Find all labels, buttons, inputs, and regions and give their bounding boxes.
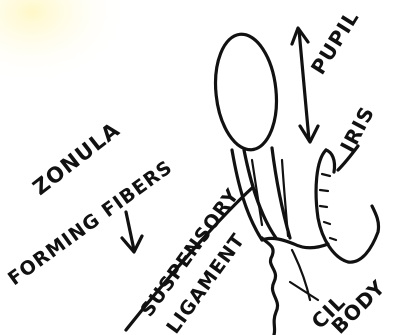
pupil-arrow-shaft xyxy=(299,30,309,140)
iris-hatch-2 xyxy=(320,190,328,191)
iris-hatch-4 xyxy=(324,222,330,224)
ciliary-body-wave xyxy=(262,238,278,335)
label-forming-fibers: FORMING FIBERS xyxy=(4,156,177,290)
zonule-fiber-middle xyxy=(244,150,276,238)
label-iris: IRIS xyxy=(335,102,379,156)
label-zonula: ZONULA xyxy=(28,117,124,200)
iris-tip xyxy=(326,150,335,172)
iris-hatch-1 xyxy=(322,174,330,176)
paper-light-glare xyxy=(0,0,160,120)
lens-outline xyxy=(210,31,282,153)
iris-hatch-3 xyxy=(320,206,327,207)
iris-hatch-5 xyxy=(330,238,336,240)
ciliary-pointer xyxy=(290,282,318,300)
label-pupil: PUPIL xyxy=(306,6,364,79)
